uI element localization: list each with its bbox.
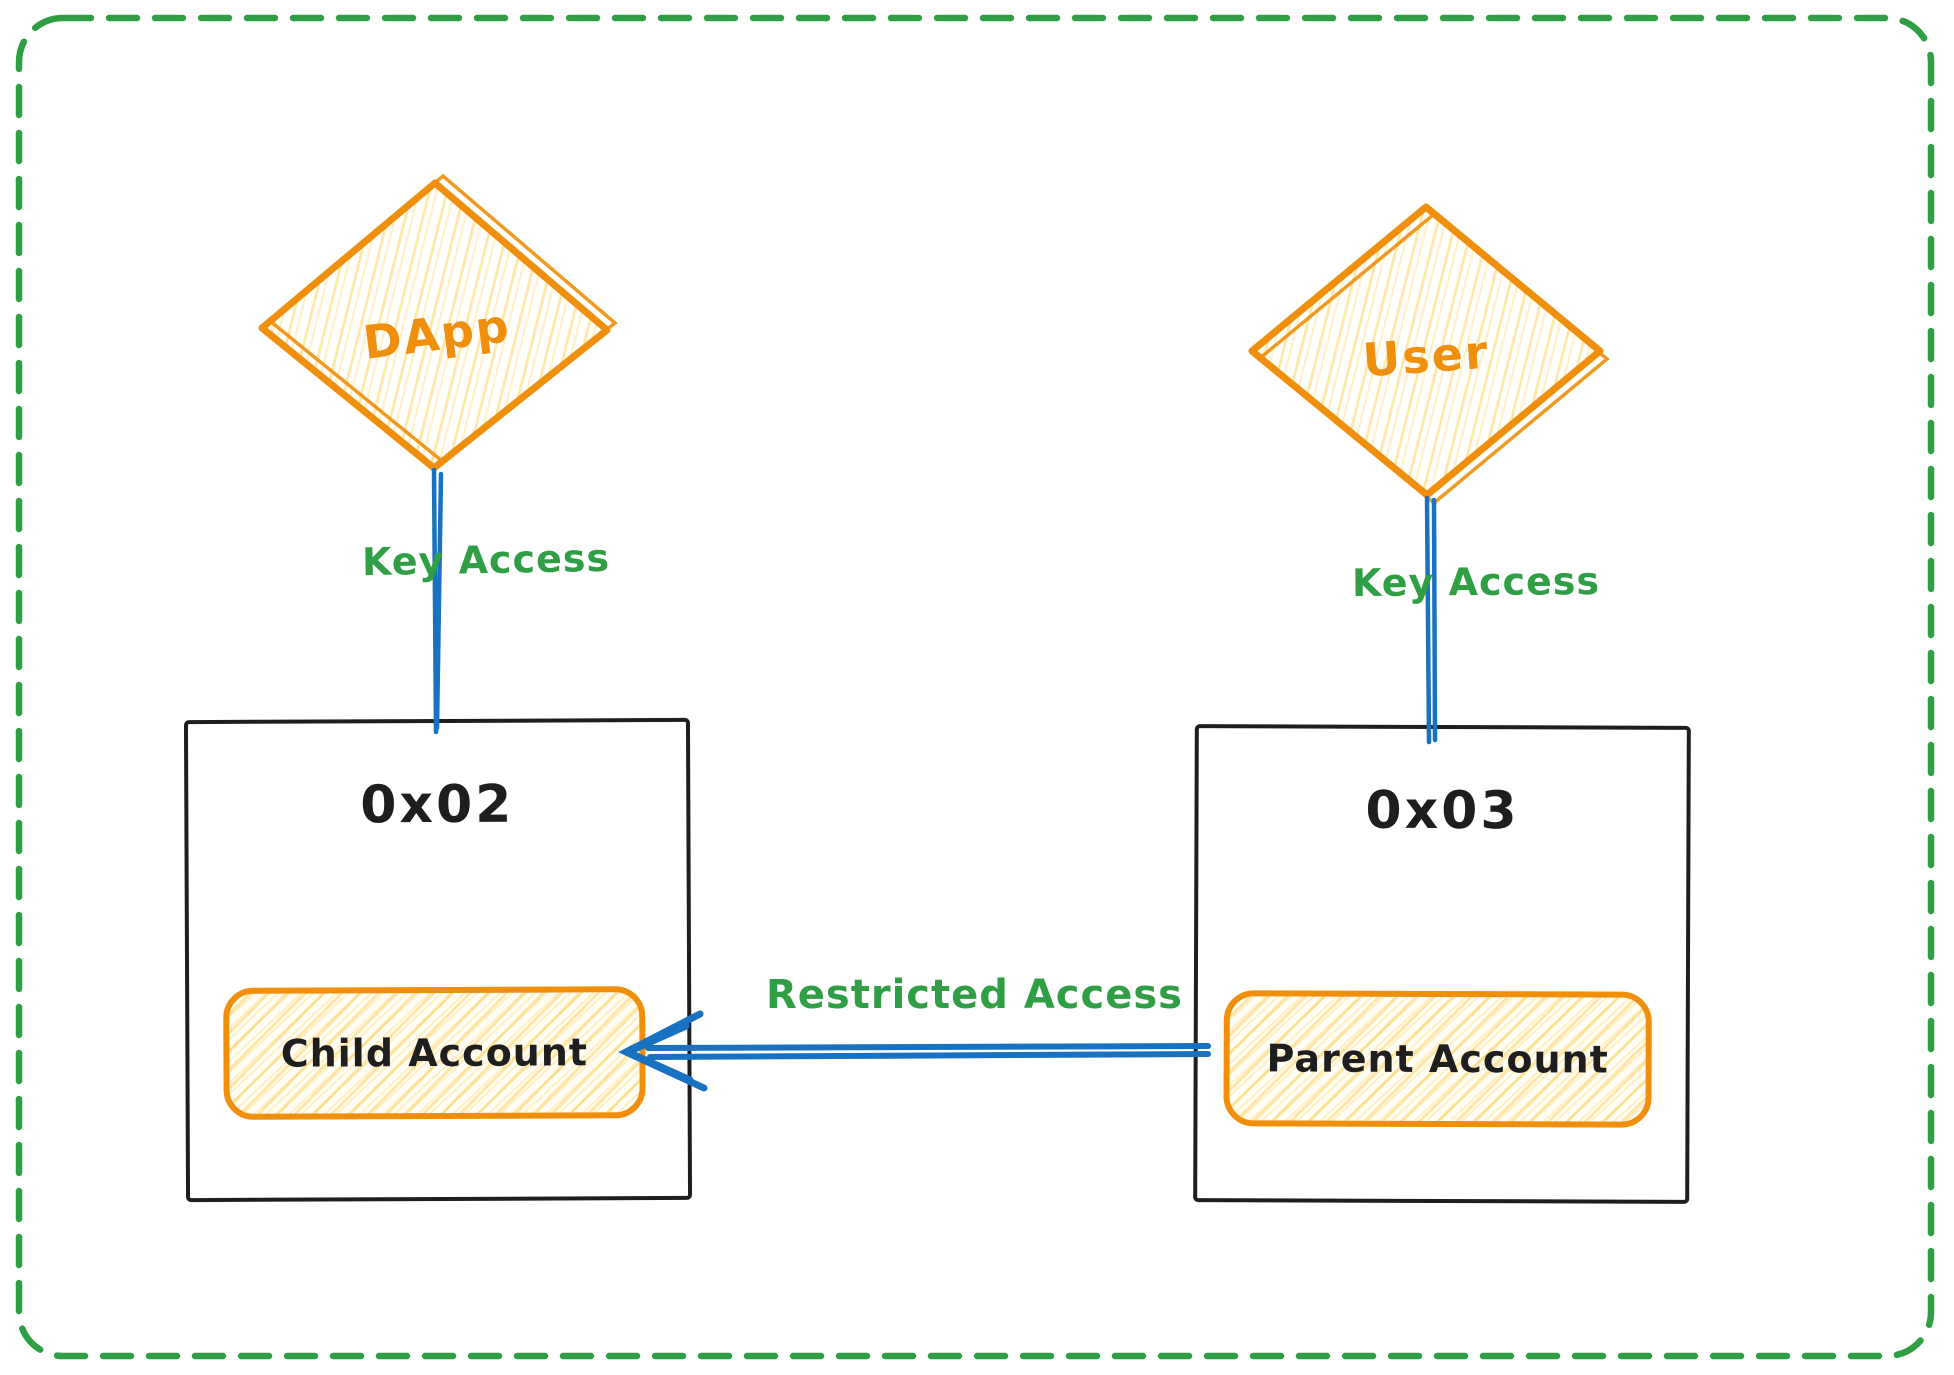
dapp-diamond: DApp — [258, 173, 618, 472]
account-box-0x03: 0x03 Parent Account — [1193, 724, 1691, 1204]
key-access-label-left: Key Access — [361, 535, 611, 585]
account-box-0x02: 0x02 Child Account — [183, 717, 693, 1203]
child-account-pill: Child Account — [223, 986, 646, 1120]
restricted-access-label: Restricted Access — [766, 972, 1183, 1018]
key-access-connector-right — [1424, 495, 1438, 745]
user-diamond: User — [1248, 203, 1610, 506]
key-access-label-right: Key Access — [1351, 558, 1601, 606]
parent-account-pill: Parent Account — [1223, 990, 1652, 1128]
parent-account-label: Parent Account — [1266, 1036, 1609, 1082]
user-label: User — [1361, 325, 1491, 388]
key-access-connector-left — [431, 467, 444, 735]
restricted-access-arrow — [618, 1010, 1211, 1092]
child-account-label: Child Account — [280, 1030, 589, 1076]
account-title-0x03: 0x03 — [1365, 780, 1520, 842]
dapp-label: DApp — [360, 298, 513, 370]
account-title-0x02: 0x02 — [360, 774, 515, 836]
